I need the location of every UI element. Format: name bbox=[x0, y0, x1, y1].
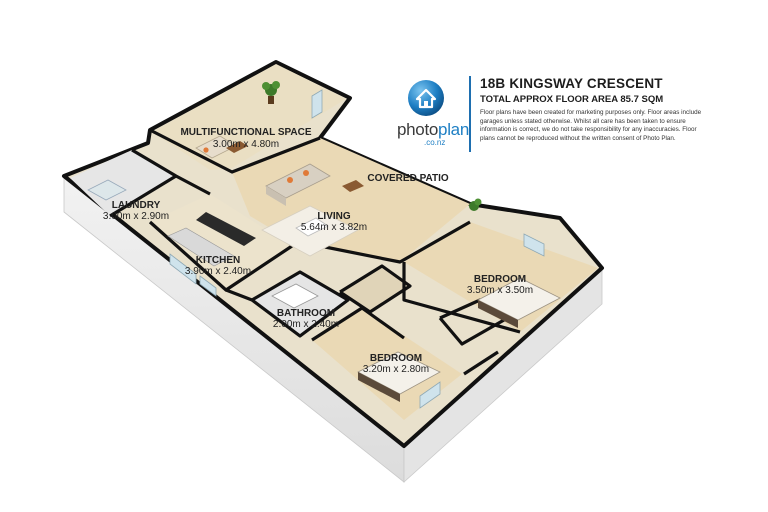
kitchen-floor bbox=[150, 194, 292, 290]
brand-domain: .co.nz bbox=[424, 138, 446, 147]
disclaimer-text: Floor plans have been created for market… bbox=[480, 109, 702, 142]
room-dims-kitchen: 3.90m x 2.40m bbox=[185, 266, 251, 277]
laundry-shower bbox=[87, 179, 127, 201]
patio-plant bbox=[469, 198, 482, 211]
bath bbox=[271, 283, 319, 309]
kitchen-counter bbox=[167, 227, 235, 267]
property-title: 18B KINGSWAY CRESCENT bbox=[480, 76, 663, 91]
room-name-bedroom-1: BEDROOM bbox=[474, 274, 526, 285]
room-name-covered-patio: COVERED PATIO bbox=[367, 173, 449, 184]
floor-area: TOTAL APPROX FLOOR AREA 85.7 SQM bbox=[480, 94, 664, 105]
brand-name-part2: plan bbox=[438, 120, 469, 139]
room-name-laundry: LAUNDRY bbox=[112, 200, 161, 211]
room-dims-bathroom: 2.00m x 2.40m bbox=[273, 319, 339, 330]
house-logo-icon bbox=[408, 80, 444, 116]
room-dims-laundry: 3.00m x 2.90m bbox=[103, 211, 169, 222]
room-dims-multifunctional: 3.00m x 4.80m bbox=[213, 139, 279, 150]
sofa bbox=[265, 163, 331, 206]
side-table bbox=[342, 180, 364, 192]
plant bbox=[262, 81, 280, 104]
hall-floor bbox=[340, 266, 410, 312]
bed-1 bbox=[477, 277, 561, 328]
room-dims-bedroom-1: 3.50m x 3.50m bbox=[467, 285, 533, 296]
room-dims-living: 5.64m x 3.82m bbox=[301, 222, 367, 233]
room-name-bedroom-2: BEDROOM bbox=[370, 353, 422, 364]
property-info: 18B KINGSWAY CRESCENT TOTAL APPROX FLOOR… bbox=[480, 76, 702, 143]
bedroom1-floor bbox=[404, 222, 598, 332]
interior-walls bbox=[109, 128, 521, 376]
room-dims-bedroom-2: 3.20m x 2.80m bbox=[363, 364, 429, 375]
room-labels: MULTIFUNCTIONAL SPACE 3.00m x 4.80m LAUN… bbox=[103, 127, 533, 375]
windows bbox=[169, 89, 545, 409]
room-name-kitchen: KITCHEN bbox=[196, 255, 240, 266]
bed-2 bbox=[357, 351, 441, 402]
room-name-bathroom: BATHROOM bbox=[277, 308, 335, 319]
kitchen-bench bbox=[196, 212, 256, 246]
room-name-multifunctional: MULTIFUNCTIONAL SPACE bbox=[180, 127, 311, 138]
coffee-table bbox=[295, 217, 329, 237]
room-name-living: LIVING bbox=[317, 211, 351, 222]
header-divider bbox=[469, 76, 471, 152]
photoplan-logo: photoplan .co.nz bbox=[388, 78, 478, 158]
laundry-floor bbox=[70, 150, 176, 216]
furniture bbox=[87, 81, 561, 402]
multifunctional-floor bbox=[152, 64, 346, 170]
brand-name-part1: photo bbox=[397, 120, 439, 139]
brand-name: photoplan bbox=[388, 120, 478, 140]
multifunctional-furniture bbox=[195, 135, 248, 159]
